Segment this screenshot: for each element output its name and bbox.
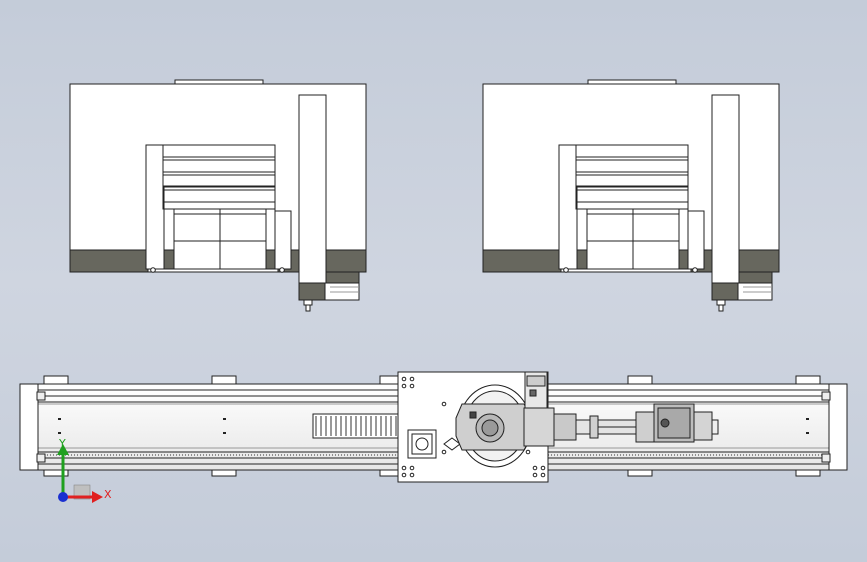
machine-enclosure-right: [482, 79, 780, 312]
robot-carriage-plate: [397, 371, 549, 483]
y-axis-head: [57, 444, 69, 455]
z-axis-dot: [58, 492, 68, 502]
y-axis-label: Y: [58, 437, 66, 450]
coordinate-triad: Y X: [57, 437, 112, 503]
robot-arm-top-view: [455, 371, 719, 468]
x-axis-head: [92, 491, 103, 503]
x-axis-label: X: [104, 488, 112, 501]
machine-enclosure-left: [69, 79, 367, 312]
